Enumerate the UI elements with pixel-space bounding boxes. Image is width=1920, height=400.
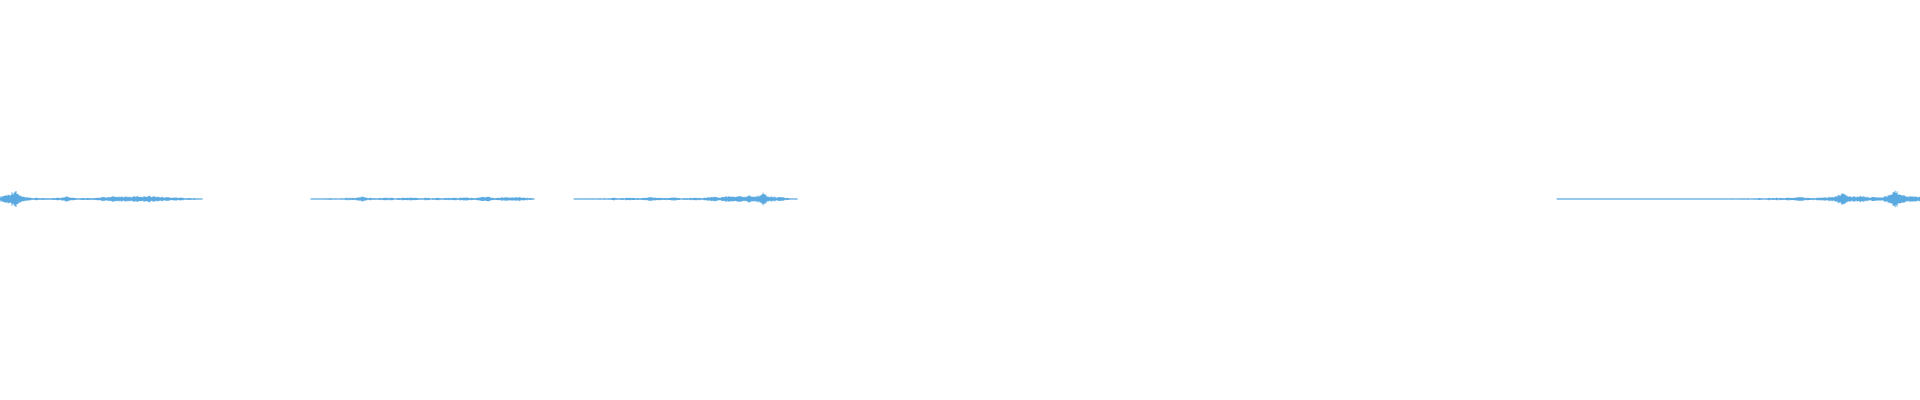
waveform-segment-1 [0,191,203,207]
waveform-layer [0,190,1920,208]
waveform-segment-4 [1556,190,1920,208]
waveform-amplitude [573,192,798,206]
waveform-amplitude [0,191,203,207]
waveform-amplitude [1556,190,1920,208]
waveform-segment-3 [573,192,798,206]
waveform-segment-2 [310,196,535,202]
waveform-amplitude [310,196,535,202]
